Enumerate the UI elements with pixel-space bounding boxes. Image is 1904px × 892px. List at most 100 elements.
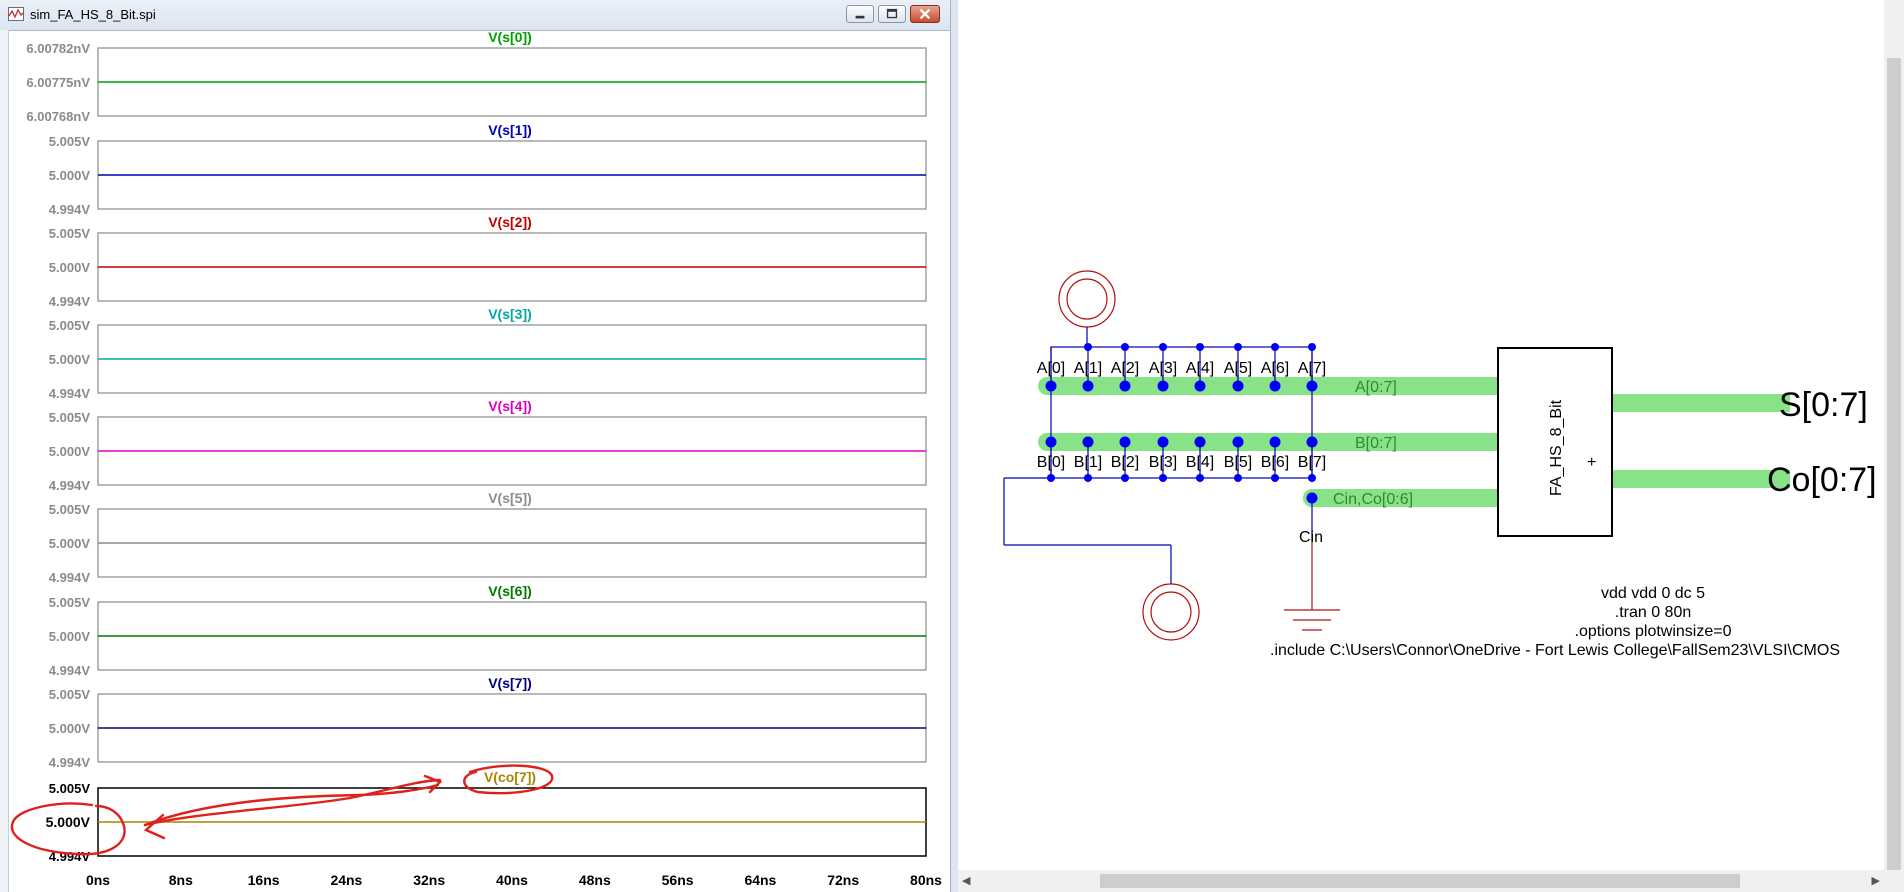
bus-label-b: B[0:7] xyxy=(1355,435,1397,452)
waveform-pane[interactable]: V(s[3]) 5.005V 5.000V 4.994V xyxy=(49,306,927,401)
horizontal-scrollbar[interactable]: ◀ ▶ xyxy=(958,870,1884,892)
x-tick-label: 72ns xyxy=(827,872,859,888)
x-tick-label: 80ns xyxy=(910,872,942,888)
vertical-scroll-thumb[interactable] xyxy=(1887,58,1901,870)
waveform-pane[interactable]: V(s[1]) 5.005V 5.000V 4.994V xyxy=(49,122,927,217)
a-bit-label: A[4] xyxy=(1186,360,1214,377)
window-splitter[interactable] xyxy=(950,0,959,892)
maximize-button[interactable] xyxy=(878,5,906,23)
y-tick-label: 5.005V xyxy=(49,781,91,796)
y-tick-label: 6.00768nV xyxy=(26,109,90,124)
a-bit-label: A[0] xyxy=(1037,360,1065,377)
fa-hs-8-bit-block[interactable]: FA_HS_8_Bit + xyxy=(1497,347,1613,537)
waveform-pane[interactable]: V(s[6]) 5.005V 5.000V 4.994V xyxy=(49,583,927,678)
x-tick-label: 64ns xyxy=(744,872,776,888)
y-tick-label: 6.00782nV xyxy=(26,41,90,56)
trace-label[interactable]: V(s[7]) xyxy=(488,675,532,691)
vertical-scrollbar[interactable] xyxy=(1884,0,1904,870)
waveform-pane[interactable]: V(s[7]) 5.005V 5.000V 4.994V xyxy=(49,675,927,770)
b-bit-label: B[5] xyxy=(1224,454,1252,471)
x-tick-label: 24ns xyxy=(330,872,362,888)
waveform-window: sim_FA_HS_8_Bit.spi V(s[0]) 6.00782nV 6.00… xyxy=(0,0,959,892)
y-tick-label: 4.994V xyxy=(49,294,91,309)
close-button[interactable] xyxy=(910,5,940,23)
b-bit-label: B[3] xyxy=(1149,454,1177,471)
x-tick-label: 16ns xyxy=(248,872,280,888)
x-tick-label: 0ns xyxy=(86,872,110,888)
scroll-corner xyxy=(1884,870,1904,892)
block-name: FA_HS_8_Bit xyxy=(1548,399,1565,496)
y-tick-label: 4.994V xyxy=(49,202,91,217)
maximize-icon xyxy=(886,8,898,19)
voltage-source-b[interactable] xyxy=(1142,583,1200,641)
y-tick-label: 5.000V xyxy=(49,629,91,644)
annotation-arrow-shaft xyxy=(143,783,440,827)
y-tick-label: 5.000V xyxy=(46,814,91,830)
waveform-plot-area[interactable]: V(s[0])6.00782nV6.00775nV6.00768nVV(s[1]… xyxy=(0,30,958,892)
scroll-right-icon[interactable]: ▶ xyxy=(1871,874,1880,887)
bus-label-a: A[0:7] xyxy=(1355,379,1397,396)
a-bit-label: A[3] xyxy=(1149,360,1177,377)
x-tick-label: 56ns xyxy=(662,872,694,888)
horizontal-scroll-thumb[interactable] xyxy=(1100,874,1740,888)
annotation-arrowhead-right xyxy=(423,774,443,794)
junction-dots xyxy=(1045,343,1318,504)
b-bit-label: B[6] xyxy=(1261,454,1289,471)
a-bit-label: A[5] xyxy=(1224,360,1252,377)
a-bit-label: A[2] xyxy=(1111,360,1139,377)
schematic-view[interactable]: A[0]A[1]A[2]A[3]A[4]A[5]A[6]A[7] B[0]B[1… xyxy=(958,0,1904,892)
trace-label[interactable]: V(s[3]) xyxy=(488,306,532,322)
y-tick-label: 6.00775nV xyxy=(26,75,90,90)
y-tick-label: 5.000V xyxy=(49,168,91,183)
window-left-border xyxy=(0,30,9,892)
y-tick-label: 5.005V xyxy=(49,226,91,241)
trace-label[interactable]: V(s[1]) xyxy=(488,122,532,138)
y-tick-label: 5.005V xyxy=(49,687,91,702)
waveform-app-icon xyxy=(8,7,24,21)
y-tick-label: 5.005V xyxy=(49,134,91,149)
trace-label[interactable]: V(s[5]) xyxy=(488,490,532,506)
scroll-left-icon[interactable]: ◀ xyxy=(962,874,971,887)
bus-label-cin: Cin,Co[0:6] xyxy=(1333,491,1413,508)
voltage-source-a[interactable] xyxy=(1058,270,1116,328)
trace-label[interactable]: V(s[4]) xyxy=(488,398,532,414)
b-bit-label: B[1] xyxy=(1074,454,1102,471)
y-tick-label: 4.994V xyxy=(49,478,91,493)
y-tick-label: 5.005V xyxy=(49,318,91,333)
y-tick-label: 5.005V xyxy=(49,595,91,610)
block-plus: + xyxy=(1587,454,1596,471)
x-tick-label: 8ns xyxy=(169,872,193,888)
annotation-arrowhead-left xyxy=(143,813,166,840)
y-tick-label: 4.994V xyxy=(49,755,91,770)
title-bar[interactable]: sim_FA_HS_8_Bit.spi xyxy=(0,0,958,31)
annotation-circle-ytick xyxy=(10,802,126,856)
schematic-canvas[interactable]: A[0]A[1]A[2]A[3]A[4]A[5]A[6]A[7] B[0]B[1… xyxy=(958,0,1884,870)
y-tick-label: 5.000V xyxy=(49,444,91,459)
y-tick-label: 4.994V xyxy=(49,386,91,401)
y-tick-label: 5.000V xyxy=(49,352,91,367)
y-tick-label: 5.000V xyxy=(49,536,91,551)
trace-label[interactable]: V(s[2]) xyxy=(488,214,532,230)
annotation-circle-label xyxy=(463,764,554,795)
waveform-pane[interactable]: V(s[0]) 6.00782nV 6.00775nV 6.00768nV xyxy=(26,30,927,124)
minimize-button[interactable] xyxy=(846,5,874,23)
y-tick-label: 4.994V xyxy=(49,663,91,678)
b-bit-label: B[2] xyxy=(1111,454,1139,471)
trace-label[interactable]: V(s[6]) xyxy=(488,583,532,599)
trace-label[interactable]: V(s[0]) xyxy=(488,30,532,45)
close-icon xyxy=(919,8,931,20)
ground-symbol xyxy=(1284,540,1340,631)
x-tick-label: 40ns xyxy=(496,872,528,888)
a-bit-label: A[1] xyxy=(1074,360,1102,377)
trace-label[interactable]: V(co[7]) xyxy=(484,769,536,785)
spice-directives[interactable]: vdd vdd 0 dc 5 .tran 0 80n .options plot… xyxy=(1270,585,1840,659)
waveform-pane[interactable]: V(s[4]) 5.005V 5.000V 4.994V xyxy=(49,398,927,493)
directive-vdd: vdd vdd 0 dc 5 xyxy=(1601,585,1705,602)
y-tick-label: 5.000V xyxy=(49,721,91,736)
directive-tran: .tran 0 80n xyxy=(1615,604,1692,621)
b-bit-label: B[0] xyxy=(1037,454,1065,471)
y-tick-label: 5.005V xyxy=(49,410,91,425)
